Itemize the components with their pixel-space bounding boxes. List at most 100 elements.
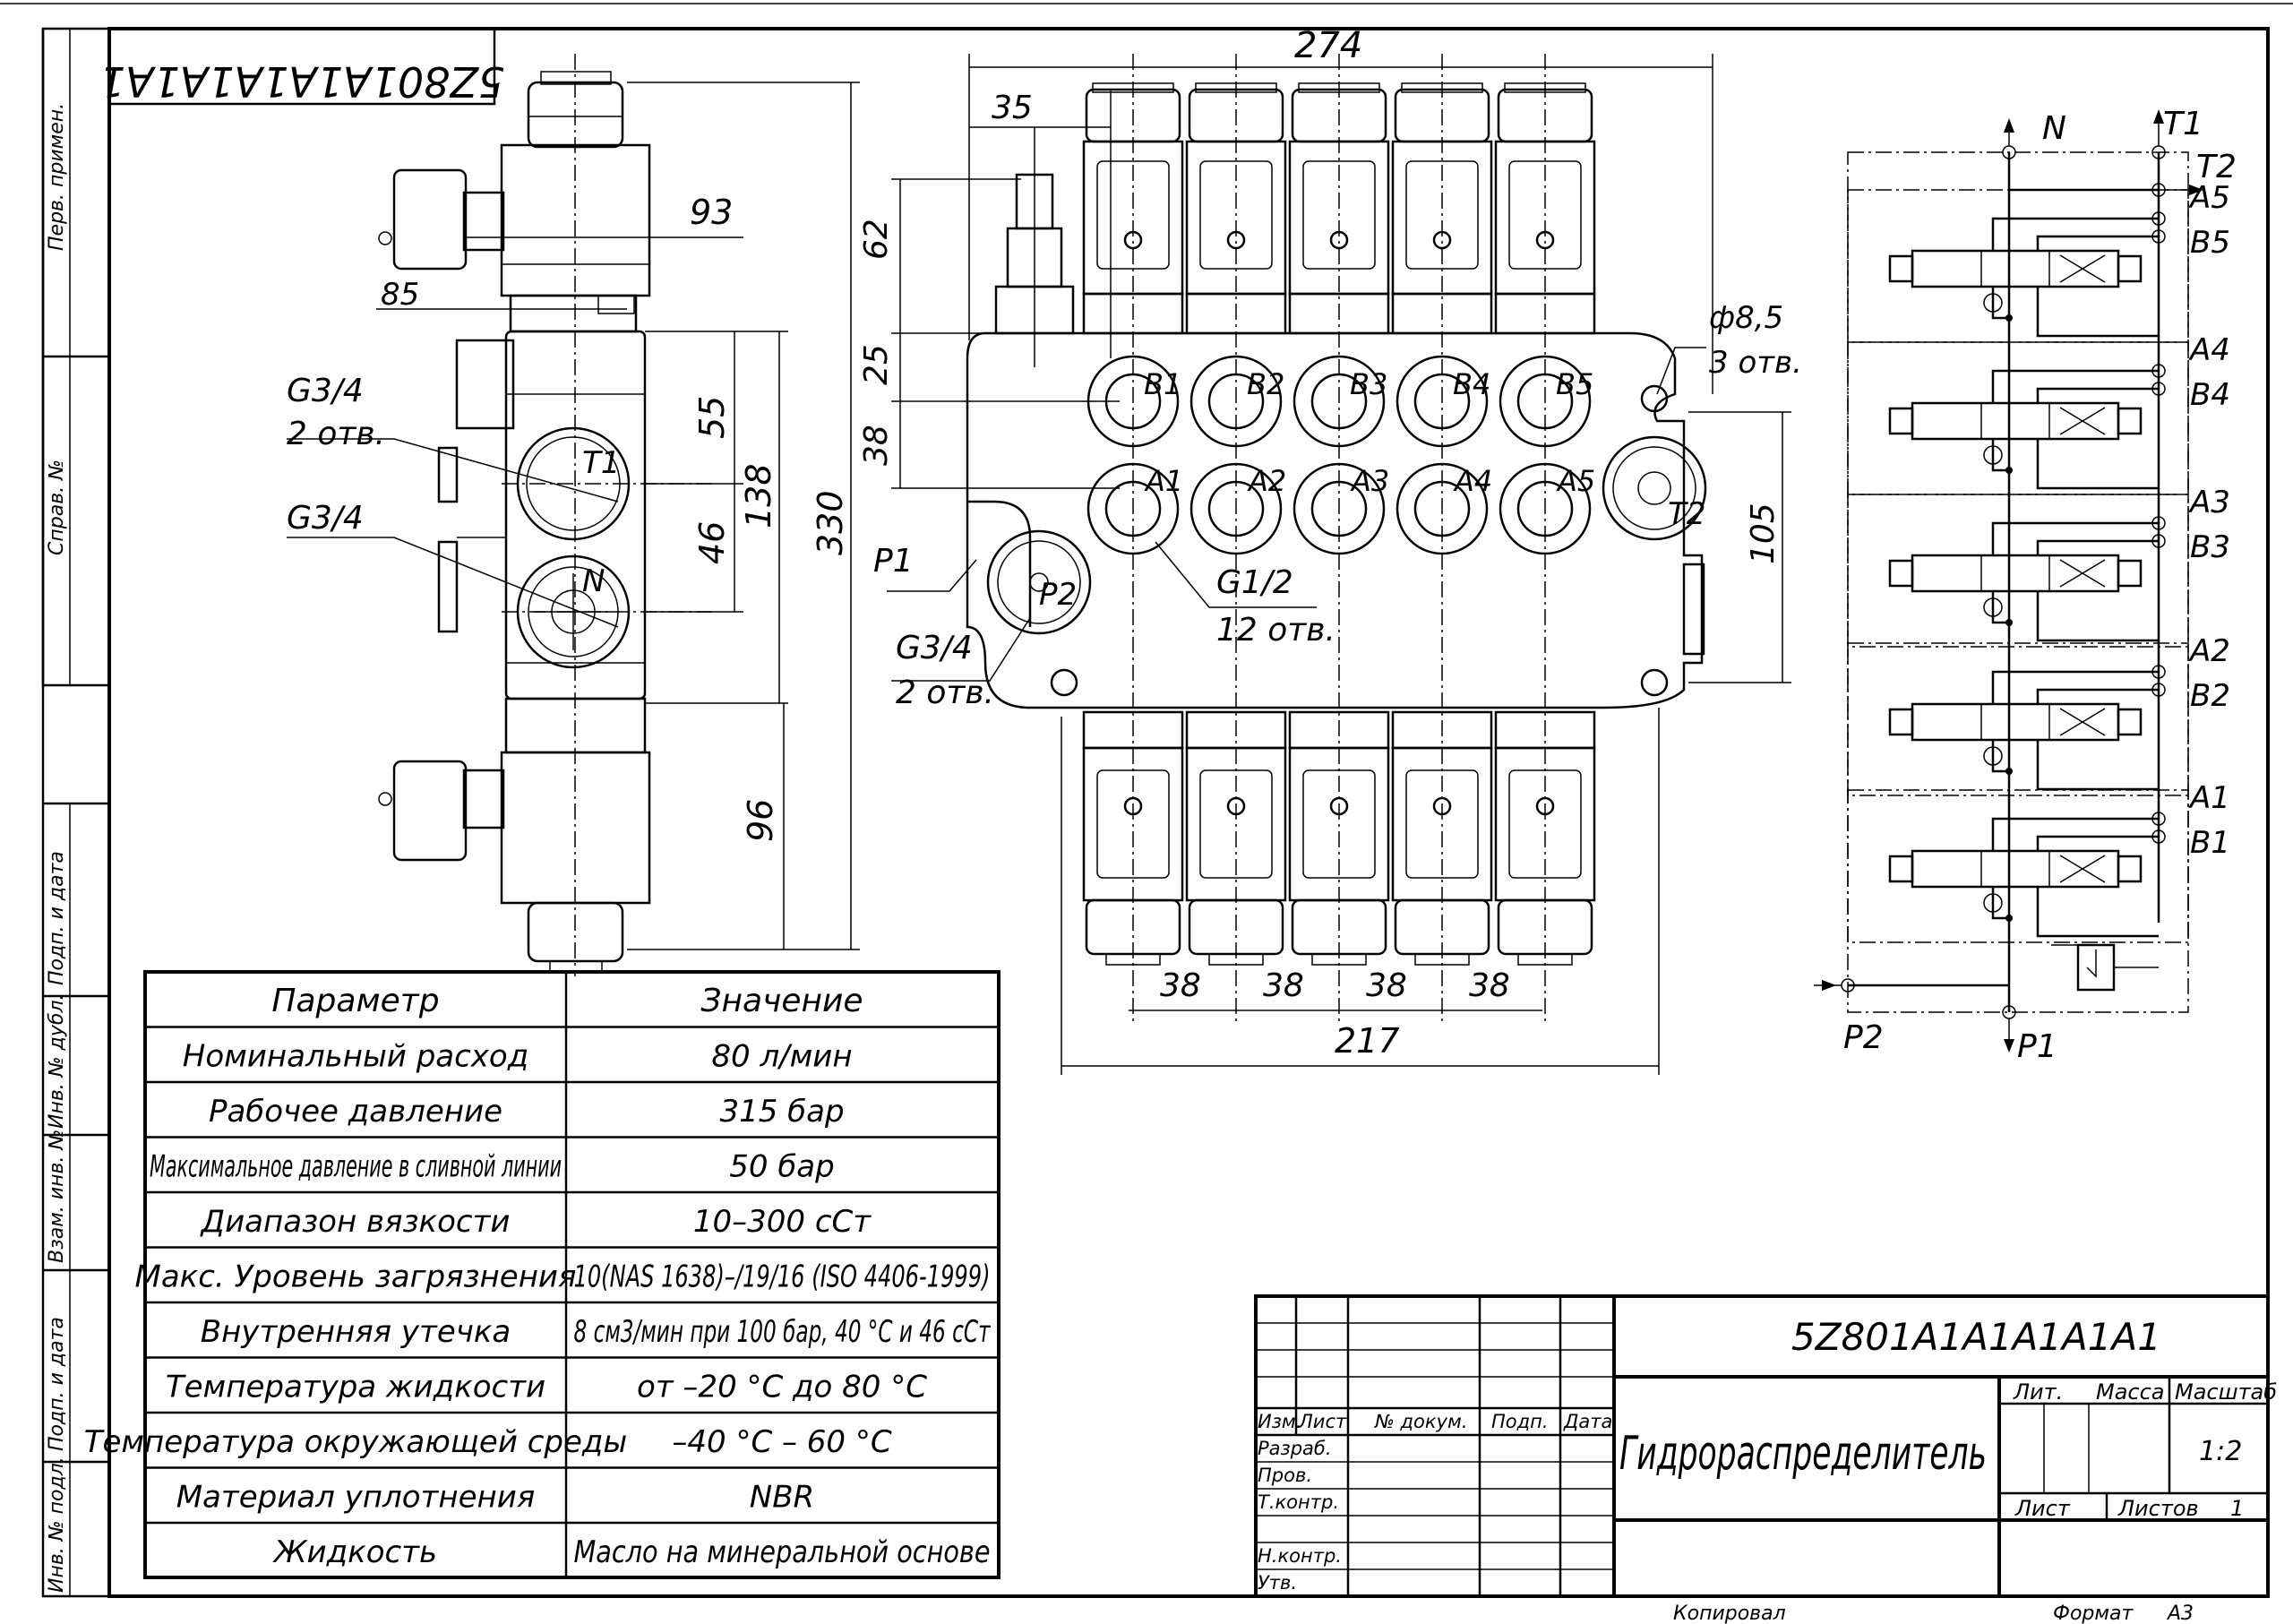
- callout-g34-sub: 2 отв.: [896, 675, 994, 711]
- front-view: [966, 331, 1707, 709]
- tb-nkontr: Н.контр.: [1258, 1545, 1342, 1567]
- line-t: [2036, 887, 2159, 938]
- line-p: [1991, 287, 2009, 320]
- dim-85: 85: [381, 277, 419, 313]
- port-p2: P2: [1039, 577, 1077, 613]
- spec-value: 10–300 сСт: [693, 1204, 872, 1240]
- spec-param: Температура жидкости: [166, 1370, 545, 1405]
- tb-scale: 1:2: [2199, 1436, 2242, 1467]
- tb-name: Гидрораспределитель: [1619, 1427, 1987, 1481]
- solenoid-right: [2117, 254, 2143, 283]
- port-a-label: A4: [1453, 464, 1492, 498]
- line-p: [1991, 591, 2009, 624]
- schematic-labels: N T1 T2 P2 P1: [1843, 106, 2237, 1065]
- port-a-node: [2151, 665, 2166, 679]
- tb-format-label: Формат: [2053, 1603, 2134, 1624]
- line-b: [2036, 539, 2159, 555]
- dim-25: 25: [858, 344, 895, 385]
- valve-spool: [1911, 249, 2120, 288]
- tb-format: А3: [2166, 1603, 2194, 1624]
- port-b-label: B3: [1350, 367, 1387, 401]
- section-frame: [1847, 789, 2189, 943]
- line-p: [1991, 887, 2009, 920]
- tb-col-dok: № докум.: [1374, 1411, 1468, 1432]
- schem-port-b: B4: [2190, 377, 2230, 413]
- dim-38-b: 38: [1263, 967, 1304, 1004]
- line-a: [1991, 521, 2159, 555]
- solenoid-right: [2117, 407, 2143, 435]
- dim-46: 46: [692, 521, 732, 564]
- solenoid-right: [2117, 708, 2143, 736]
- dim-217: 217: [1335, 1021, 1400, 1061]
- side-strip-labels: Перв. примен. Справ. № Подп. и дата Инв.…: [46, 103, 68, 1593]
- port-b-node: [2151, 683, 2166, 697]
- schem-p1: P1: [2017, 1028, 2057, 1065]
- check-valve: [1983, 597, 2003, 617]
- spec-header-value: Значение: [700, 983, 863, 1019]
- tb-col-izm: Изм.: [1258, 1411, 1301, 1432]
- side-view-labels: 93 85 55 138 330 46 96 G3/4 2 отв. G3/4 …: [287, 193, 850, 842]
- solenoid-left: [1888, 559, 1914, 588]
- port-b-node: [2151, 534, 2166, 548]
- line-b: [2036, 688, 2159, 704]
- junction: [2005, 467, 2013, 474]
- callout-holes-sub: 3 отв.: [1709, 345, 1802, 381]
- callout-g34-a-sub: 2 отв.: [287, 416, 385, 452]
- check-valve: [1983, 746, 2003, 766]
- port-p1: P1: [873, 543, 914, 580]
- dim-330: 330: [811, 490, 850, 555]
- line-t: [2036, 740, 2159, 791]
- line-t: [2036, 439, 2159, 490]
- port-b-node: [2151, 829, 2166, 844]
- side-label-podp2: Подп. и дата: [46, 1317, 68, 1451]
- tb-designation: 5Z801A1A1A1A1A1: [1791, 1315, 2161, 1359]
- schem-t2: T2: [2196, 149, 2237, 185]
- tb-scale-label: Масштаб: [2175, 1379, 2277, 1405]
- spec-value: от –20 °С до 80 °С: [637, 1370, 927, 1405]
- dim-55: 55: [692, 396, 732, 439]
- junction: [2005, 314, 2013, 322]
- line-p: [1991, 439, 2009, 472]
- schem-port-b: B2: [2190, 678, 2230, 714]
- spec-header-param: Параметр: [271, 983, 439, 1019]
- schem-port-a: A4: [2188, 332, 2230, 368]
- check-valve: [1983, 445, 2003, 465]
- check-valve: [1983, 293, 2003, 313]
- dim-62: 62: [858, 219, 895, 260]
- tb-tkontr: Т.контр.: [1258, 1491, 1339, 1513]
- line-p: [1991, 740, 2009, 773]
- line-b: [2036, 387, 2159, 403]
- section-frame: [1847, 494, 2189, 648]
- spec-param: Максимальное давление в сливной линии: [150, 1149, 562, 1185]
- line-a: [1991, 670, 2159, 704]
- line-a: [1991, 217, 2159, 251]
- port-a-label: A2: [1247, 464, 1286, 498]
- junction: [2005, 619, 2013, 626]
- spec-value: 8 см3/мин при 100 бар, 40 °С и 46 сСт: [574, 1314, 992, 1350]
- port-a-label: A5: [1556, 464, 1595, 498]
- spec-param: Жидкость: [272, 1534, 437, 1570]
- solenoid-left: [1888, 254, 1914, 283]
- schem-port-b: B3: [2190, 529, 2230, 565]
- valve-spool: [1911, 401, 2120, 441]
- spec-value: 50 бар: [729, 1149, 834, 1185]
- valve-cross: [2059, 855, 2106, 883]
- spec-param: Внутренняя утечка: [201, 1314, 511, 1350]
- junction: [2005, 768, 2013, 775]
- schem-port-a: A1: [2188, 780, 2230, 816]
- port-a-node: [2151, 516, 2166, 530]
- title-block: [1254, 1294, 2270, 1598]
- tb-col-podp: Подп.: [1491, 1411, 1549, 1432]
- side-view: [287, 54, 860, 976]
- schem-t1: T1: [2163, 106, 2203, 142]
- port-b-node: [2151, 382, 2166, 396]
- port-b-node: [2151, 229, 2166, 244]
- solenoid-right: [2117, 855, 2143, 883]
- solenoid-left: [1888, 708, 1914, 736]
- schem-port-a: A5: [2188, 180, 2230, 216]
- callout-g34-a: G3/4: [287, 373, 364, 409]
- tb-sheets-count: 1: [2230, 1496, 2244, 1521]
- line-a: [1991, 817, 2159, 851]
